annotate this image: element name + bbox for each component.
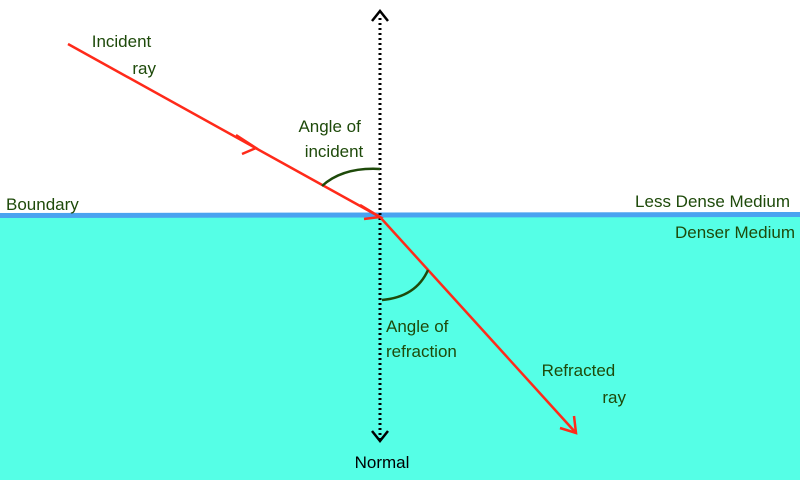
- refracted-ray-arrowhead: [559, 415, 578, 435]
- incident-ray-midarrow: [235, 133, 259, 156]
- refracted-ray-label: Refracted ray: [542, 361, 627, 407]
- denser-medium-label: Denser Medium: [675, 223, 795, 242]
- angle-of-incidence-label: Angle of incident: [298, 117, 365, 161]
- incident-ray-label: Incident ray: [92, 32, 157, 78]
- normal-bottom-arrowhead: [371, 430, 389, 444]
- boundary-label: Boundary: [6, 195, 79, 214]
- refracted-ray-line: [379, 216, 577, 434]
- normal-label: Normal: [355, 453, 410, 472]
- angle-of-refraction-arc: [381, 269, 430, 302]
- less-dense-medium-label: Less Dense Medium: [635, 192, 790, 211]
- less-dense-medium-region: [0, 0, 800, 215]
- angle-of-incidence-arc: [321, 167, 381, 187]
- incident-ray-line: [67, 42, 381, 219]
- normal-top-arrowhead: [371, 8, 389, 22]
- denser-medium-region: [0, 215, 800, 480]
- boundary-line: [0, 212, 800, 218]
- angle-of-refraction-label: Angle of refraction: [386, 317, 457, 361]
